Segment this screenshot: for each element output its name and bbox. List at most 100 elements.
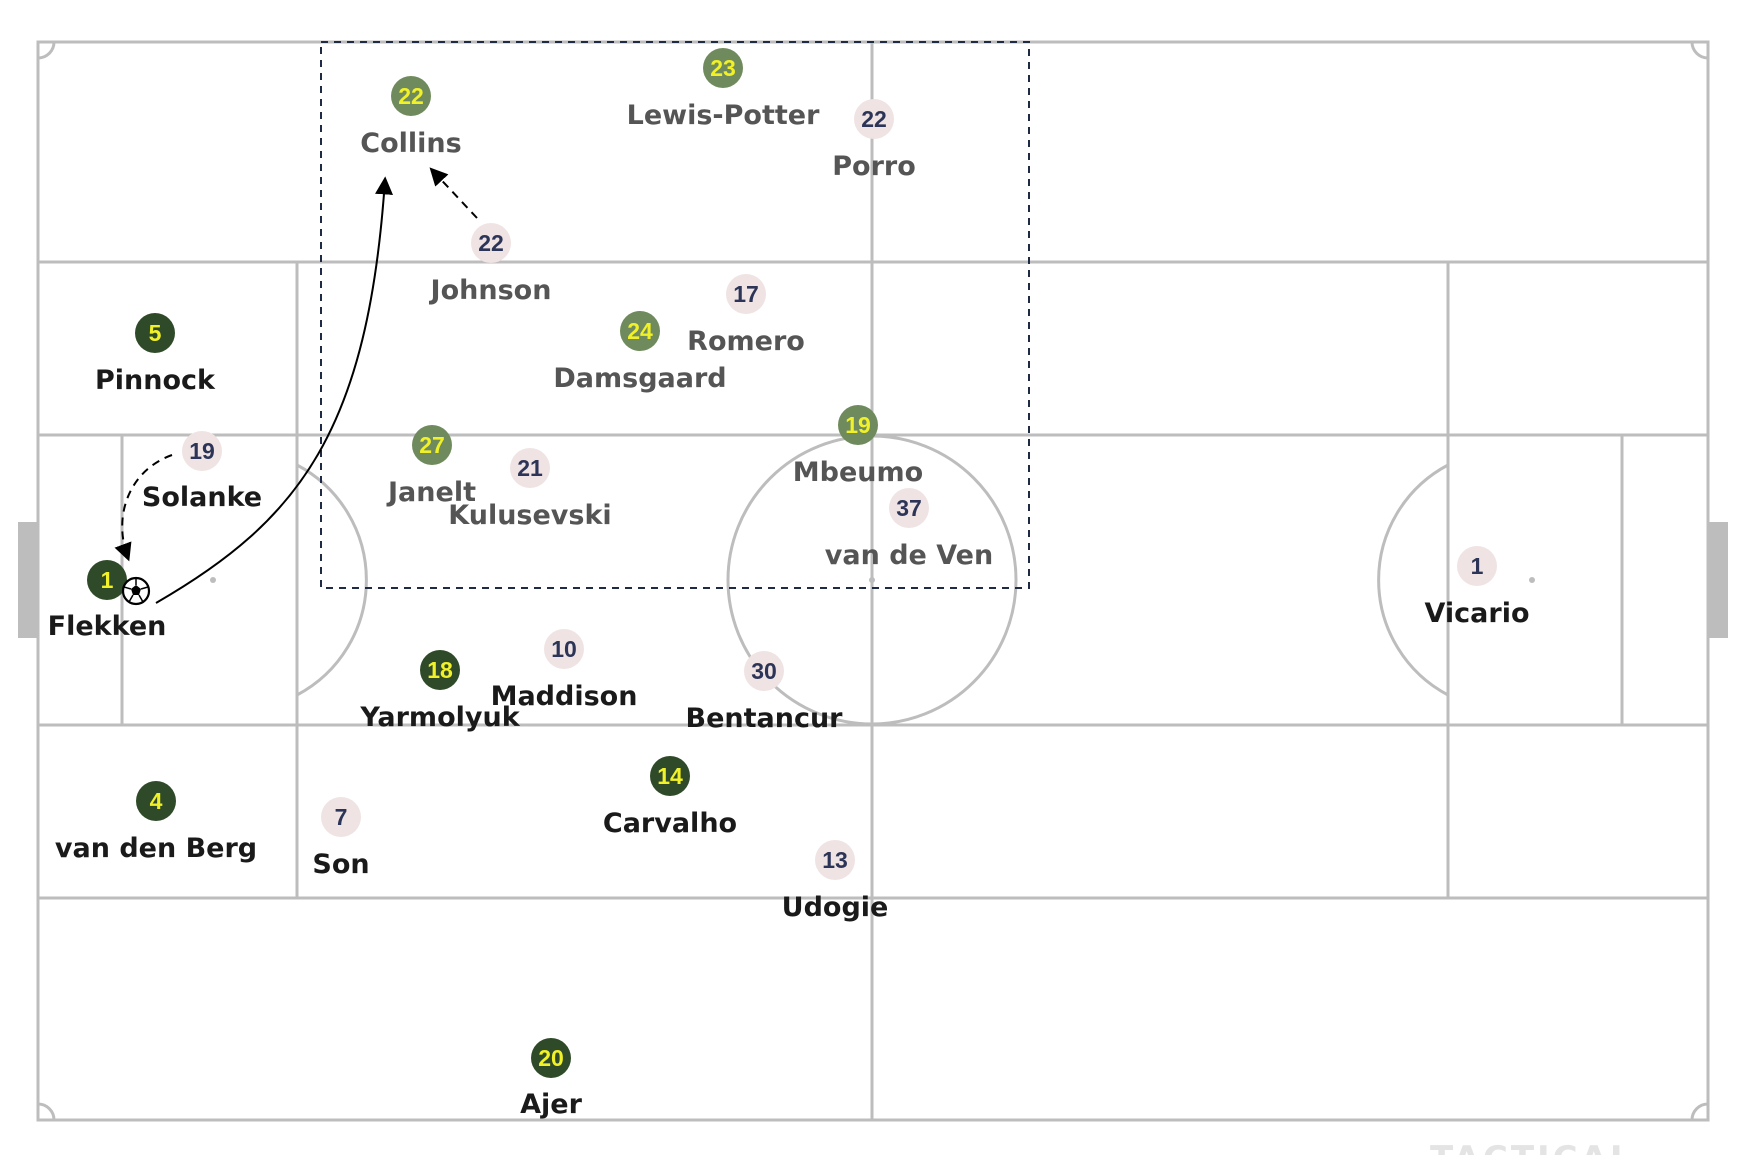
player-marker[interactable] [182, 431, 222, 471]
player-marker[interactable] [136, 781, 176, 821]
player-marker[interactable] [838, 405, 878, 445]
player-vandeven[interactable]: 37 van de Ven [825, 488, 993, 571]
player-marker[interactable] [726, 274, 766, 314]
player-number: 14 [657, 763, 683, 789]
player-marker[interactable] [471, 223, 511, 263]
player-number: 22 [398, 83, 424, 109]
player-number: 4 [150, 788, 163, 814]
corner-arc-top-right [1690, 41, 1709, 60]
player-name: Romero [687, 326, 805, 357]
player-marker[interactable] [412, 425, 452, 465]
player-name: Johnson [429, 275, 552, 306]
player-marker[interactable] [854, 99, 894, 139]
player-number: 37 [896, 495, 922, 521]
player-number: 24 [627, 318, 653, 344]
player-marker[interactable] [620, 311, 660, 351]
player-number: 19 [845, 412, 871, 438]
player-marker[interactable] [815, 840, 855, 880]
player-name: Son [312, 849, 369, 880]
left-penalty-arc [296, 463, 368, 697]
player-marker[interactable] [744, 651, 784, 691]
player-name: Porro [832, 151, 916, 182]
player-name: Lewis-Potter [627, 100, 820, 131]
run-arrow-johnson [429, 167, 478, 219]
player-number: 27 [419, 432, 445, 458]
player-name: van den Berg [55, 833, 257, 864]
player-marker[interactable] [889, 488, 929, 528]
player-number: 7 [335, 804, 348, 830]
player-name: Janelt [386, 477, 476, 508]
player-marker[interactable] [420, 650, 460, 690]
player-name: van de Ven [825, 540, 993, 571]
right-penalty-arc [1377, 463, 1449, 697]
player-name: Kulusevski [448, 500, 611, 531]
right-penalty-spot [1529, 577, 1535, 583]
dashed-zone-highlight [320, 41, 1030, 589]
player-name: Pinnock [95, 365, 216, 396]
player-marker[interactable] [531, 1038, 571, 1078]
player-number: 22 [861, 106, 887, 132]
player-name: Bentancur [685, 703, 843, 734]
player-name: Solanke [142, 482, 262, 513]
player-number: 1 [1471, 553, 1484, 579]
player-marker[interactable] [703, 48, 743, 88]
player-number: 22 [478, 230, 504, 256]
player-number: 20 [538, 1045, 564, 1071]
player-name: Flekken [48, 611, 167, 642]
player-name: Ajer [520, 1089, 582, 1120]
player-name: Collins [360, 128, 461, 159]
ball-icon [121, 576, 151, 606]
player-vandenberg[interactable]: 4 van den Berg [55, 781, 257, 864]
player-marker[interactable] [510, 448, 550, 488]
player-marker[interactable] [87, 560, 127, 600]
corner-arc-bottom-right [1690, 1102, 1709, 1121]
player-name: Maddison [491, 681, 638, 712]
player-name: Mbeumo [793, 457, 923, 488]
player-marker[interactable] [544, 629, 584, 669]
player-marker[interactable] [135, 313, 175, 353]
player-marker[interactable] [1457, 546, 1497, 586]
right-goal [1708, 522, 1728, 638]
player-number: 21 [517, 455, 543, 481]
player-number: 23 [710, 55, 736, 81]
player-number: 5 [149, 320, 162, 346]
player-number: 30 [751, 658, 777, 684]
player-number: 10 [551, 636, 577, 662]
player-name: Damsgaard [553, 363, 726, 394]
player-name: Yarmolyuk [359, 702, 520, 733]
watermark-logo: TACTICAL [1430, 1139, 1635, 1155]
player-name: Vicario [1424, 598, 1529, 629]
player-number: 18 [427, 657, 453, 683]
player-marker[interactable] [321, 797, 361, 837]
player-marker[interactable] [650, 756, 690, 796]
left-goal [18, 522, 38, 638]
player-marker[interactable] [391, 76, 431, 116]
left-penalty-spot [210, 577, 216, 583]
player-number: 1 [101, 567, 114, 593]
pass-arrow-flekken-to-collins [155, 176, 393, 604]
player-number: 13 [822, 847, 848, 873]
run-arrow-solanke [114, 454, 173, 562]
